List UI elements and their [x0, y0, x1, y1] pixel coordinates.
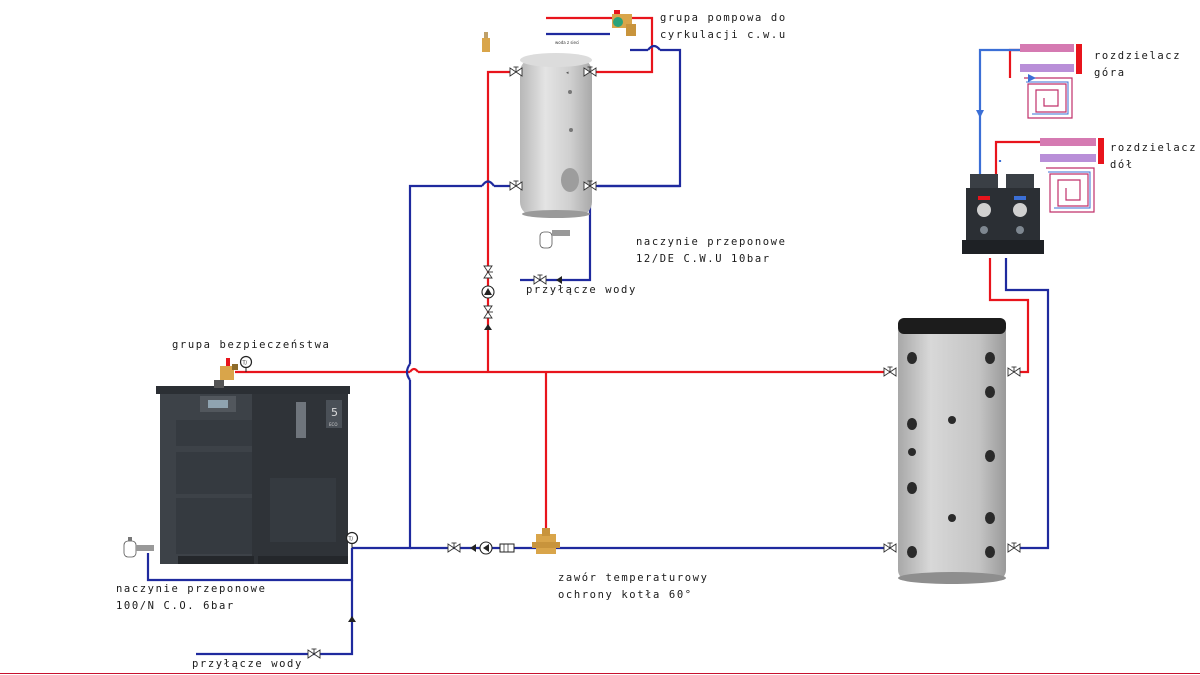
manifold-top [1020, 44, 1082, 119]
dhw-tank: ◂ [520, 53, 592, 218]
thermometer-icon: T/ [239, 355, 253, 372]
manifold-bottom [1040, 138, 1104, 213]
safety-group-label: grupa bezpieczeństwa [172, 339, 331, 351]
buffer-tank [898, 318, 1006, 584]
svg-text:T/: T/ [242, 361, 248, 367]
flow-arrows [976, 74, 1036, 118]
check-valve-icon [484, 324, 492, 330]
ch-expansion-vessel [123, 537, 154, 558]
thermometer-icon: T/ [345, 531, 359, 548]
boiler-badge-text: ECO [329, 422, 337, 427]
safety-group [220, 358, 238, 380]
footer-divider [0, 673, 1200, 674]
circulation-pump-group [612, 10, 636, 36]
filter-icon [499, 543, 515, 553]
air-vent-icon [482, 32, 490, 52]
dhw-expansion-label: naczynie przeponowe 12/DE C.W.U 10bar [636, 236, 787, 265]
dhw-expansion-vessel [539, 230, 570, 249]
dhw-charging-pump-icon [481, 285, 495, 299]
check-valve-icon [470, 544, 476, 552]
circulation-group-label: grupa pompowa do cyrkulacji c.w.u [660, 12, 787, 41]
boiler-water-inlet-label: przyłącze wody [192, 658, 303, 670]
boiler-badge-number: 5 [331, 406, 338, 419]
dhw-water-inlet-label: przyłącze wody [526, 284, 637, 296]
hydraulic-mixing-module [962, 174, 1044, 254]
check-valve-icon [348, 616, 356, 622]
check-valve-icon [556, 276, 562, 284]
mixing-valve-label: zawór temperaturowy ochrony kotła 60° [558, 572, 709, 601]
return-pump-icon [479, 541, 493, 555]
svg-text:◂: ◂ [566, 70, 569, 76]
cold-water-tag: woda z sieci [555, 40, 579, 45]
svg-text:T/: T/ [348, 537, 354, 543]
ch-expansion-label: naczynie przeponowe 100/N C.O. 6bar [116, 583, 267, 612]
pellet-boiler [156, 380, 350, 564]
manifold-top-label: rozdzielacz góra [1094, 50, 1182, 79]
mixing-valve [532, 528, 560, 554]
manifold-bottom-label: rozdzielacz dół [1110, 142, 1198, 171]
